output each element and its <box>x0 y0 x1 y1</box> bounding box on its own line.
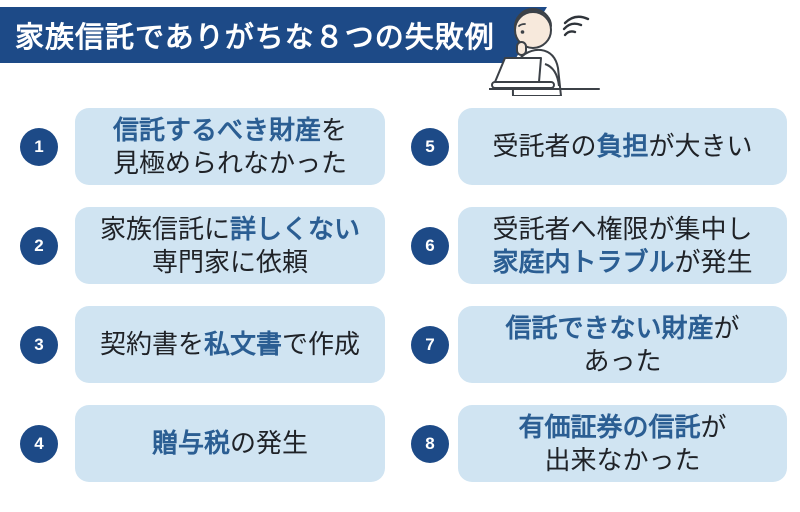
person-at-laptop-illustration <box>489 7 600 96</box>
item-text-plain: が <box>700 411 727 442</box>
laptop-icon <box>491 57 555 89</box>
item-number-badge: 8 <box>411 424 449 463</box>
failure-item: 4 贈与税の発生 <box>20 405 385 482</box>
item-text-accent: 贈与税 <box>151 428 230 458</box>
item-text-line: 家族信託に詳しくない <box>100 213 360 246</box>
item-text-accent: 詳しくない <box>230 213 361 244</box>
failure-item: 1 信託するべき財産を見極められなかった <box>20 108 385 185</box>
item-text-line: 専門家に依頼 <box>152 246 308 279</box>
item-text-accent: 有価証券の信託 <box>518 411 701 442</box>
item-text-line: 有価証券の信託が <box>518 411 726 444</box>
item-text-plain: で作成 <box>282 329 361 359</box>
item-text-box: 有価証券の信託が出来なかった <box>458 405 787 482</box>
item-text-line: 受託者へ権限が集中し <box>492 213 752 246</box>
item-text-plain: 受託者へ権限が集中し <box>492 213 753 244</box>
item-text-accent: 負担 <box>596 131 649 161</box>
item-text-line: 出来なかった <box>544 444 700 477</box>
item-number-badge: 6 <box>411 226 449 265</box>
item-number-badge: 1 <box>20 127 58 166</box>
item-text-plain: を <box>321 114 348 145</box>
item-text-line: 契約書を私文書で作成 <box>100 328 360 361</box>
item-number-badge: 2 <box>20 226 58 265</box>
item-text-plain: の発生 <box>230 428 309 458</box>
person-arm <box>544 63 560 87</box>
page-title: 家族信託でありがちな８つの失敗例 <box>15 22 495 54</box>
item-text-plain: あった <box>583 345 662 376</box>
item-text-line: あった <box>583 345 661 378</box>
item-text-plain: が大きい <box>648 131 753 161</box>
item-text-line: 見極められなかった <box>113 147 347 180</box>
item-text-plain: が発生 <box>674 246 753 277</box>
item-number-badge: 5 <box>411 127 449 166</box>
person-head <box>513 7 552 49</box>
item-number-badge: 3 <box>20 325 58 364</box>
item-text-line: 信託するべき財産を <box>113 114 347 147</box>
failure-item: 6 受託者へ権限が集中し家庭内トラブルが発生 <box>411 207 787 284</box>
failure-item: 5 受託者の負担が大きい <box>411 108 787 185</box>
item-text-box: 受託者へ権限が集中し家庭内トラブルが発生 <box>458 207 787 284</box>
item-text-plain: 受託者の <box>492 131 597 161</box>
failure-item: 2 家族信託に詳しくない専門家に依頼 <box>20 207 385 284</box>
item-number-badge: 7 <box>411 325 449 364</box>
item-text-plain: 家族信託に <box>99 213 230 244</box>
item-text-box: 受託者の負担が大きい <box>458 108 787 185</box>
item-text-line: 信託できない財産が <box>505 312 739 345</box>
item-text-box: 贈与税の発生 <box>75 405 385 482</box>
item-text-plain: が <box>713 312 740 343</box>
failure-item: 8 有価証券の信託が出来なかった <box>411 405 787 482</box>
item-text-box: 信託するべき財産を見極められなかった <box>75 108 385 185</box>
item-text-accent: 信託できない財産 <box>505 312 714 343</box>
item-text-plain: 見極められなかった <box>112 147 347 178</box>
failure-column-left: 1 信託するべき財産を見極められなかった 2 家族信託に詳しくない専門家に依頼 … <box>20 108 385 482</box>
failure-column-right: 5 受託者の負担が大きい 6 受託者へ権限が集中し家庭内トラブルが発生 7 信託… <box>411 108 787 482</box>
item-number-badge: 4 <box>20 424 58 463</box>
item-text-plain: 出来なかった <box>544 444 701 475</box>
item-text-plain: 契約書を <box>99 329 204 359</box>
item-text-line: 家庭内トラブルが発生 <box>492 246 752 279</box>
item-text-box: 信託できない財産があった <box>458 306 787 383</box>
item-text-box: 家族信託に詳しくない専門家に依頼 <box>75 207 385 284</box>
squiggle-icon <box>562 15 590 37</box>
item-text-accent: 私文書 <box>203 329 282 359</box>
header-banner: 家族信託でありがちな８つの失敗例 <box>0 7 547 63</box>
item-text-line: 贈与税の発生 <box>152 427 308 460</box>
item-text-accent: 家庭内トラブル <box>492 246 675 277</box>
failure-item: 3 契約書を私文書で作成 <box>20 306 385 383</box>
person-hand <box>516 41 527 56</box>
item-text-plain: 専門家に依頼 <box>151 246 308 277</box>
failure-item: 7 信託できない財産があった <box>411 306 787 383</box>
item-text-line: 受託者の負担が大きい <box>492 130 752 163</box>
item-text-box: 契約書を私文書で作成 <box>75 306 385 383</box>
item-text-accent: 信託するべき財産 <box>112 114 321 145</box>
